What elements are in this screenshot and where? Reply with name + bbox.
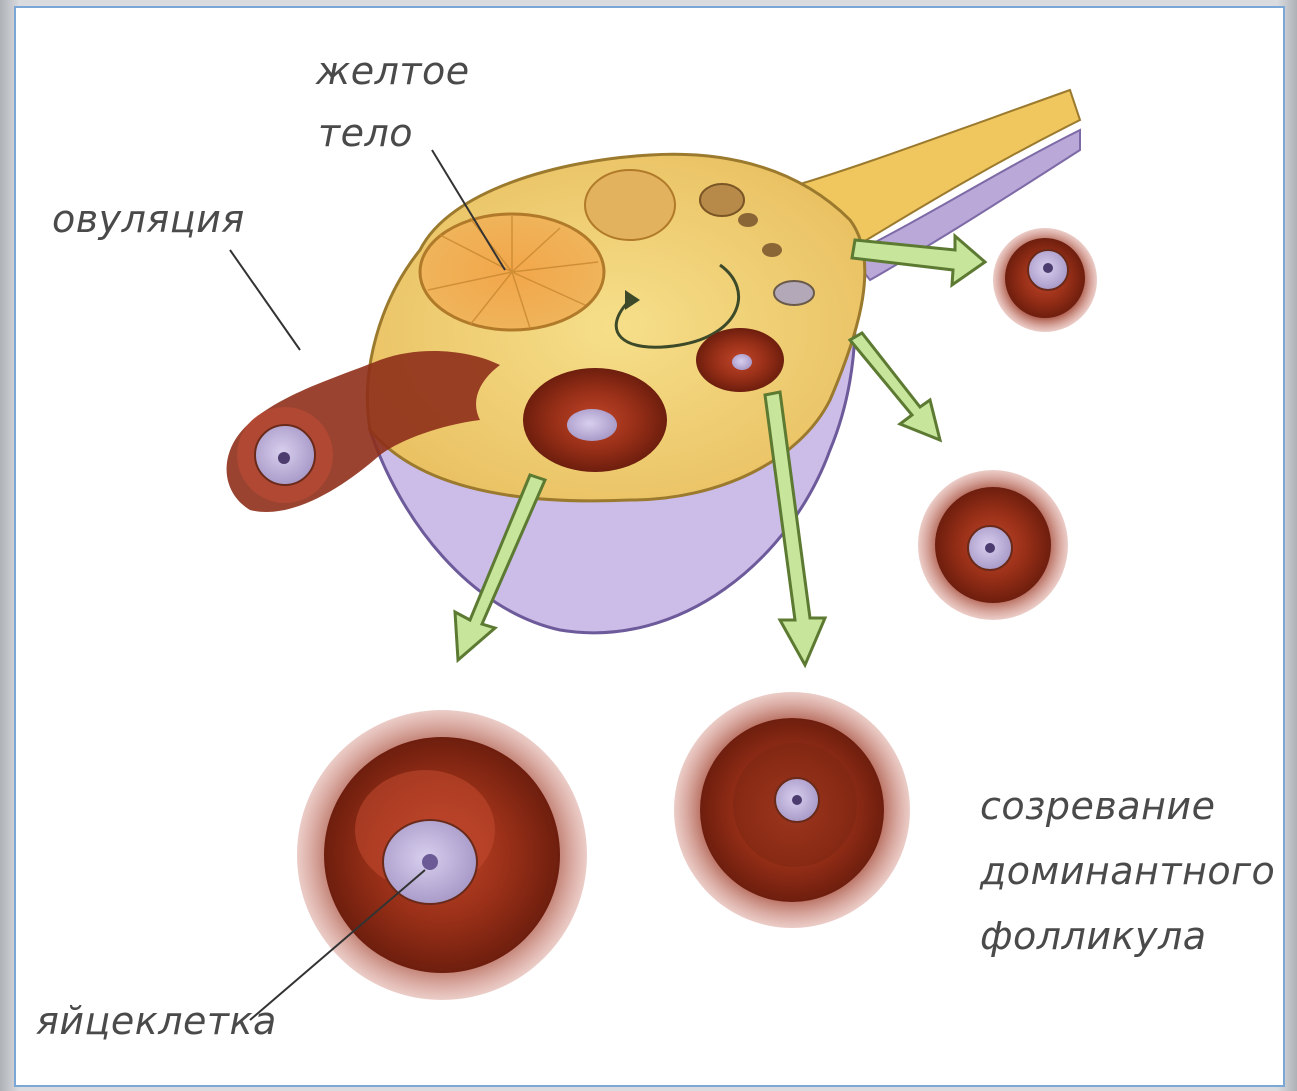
follicle-stage-3 [674, 692, 910, 928]
follicle-stage-1 [993, 228, 1097, 332]
label-corpus-luteum-line2: тело [318, 112, 413, 156]
label-maturation-line1: созревание [980, 785, 1215, 829]
follicle-in-ovary-2 [696, 328, 784, 392]
label-corpus-luteum-line1: желтое [316, 50, 470, 94]
label-egg-cell: яйцеклетка [36, 1000, 277, 1044]
label-ovulation: овуляция [52, 198, 245, 242]
label-maturation-line3: фолликула [980, 915, 1207, 959]
dominant-follicle [297, 710, 587, 1000]
label-maturation-line2: доминантного [980, 850, 1275, 894]
corpus-luteum [420, 214, 604, 330]
follicle-in-ovary-1 [523, 368, 667, 472]
follicle-stage-2 [918, 470, 1068, 620]
